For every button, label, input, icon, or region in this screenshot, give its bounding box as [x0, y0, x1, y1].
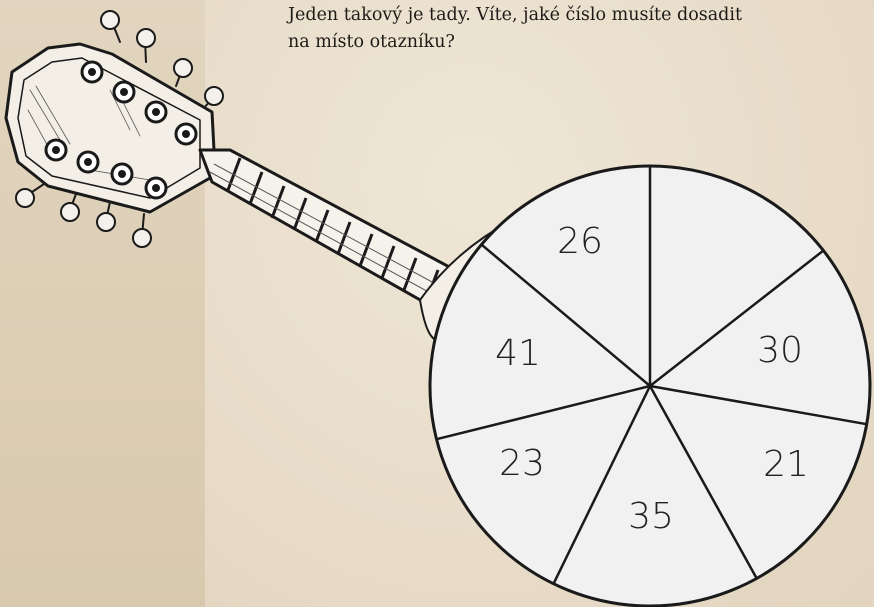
wheel-segment-number: 23 [499, 443, 545, 484]
wheel-hub [648, 384, 652, 388]
wheel-segment-number: 35 [628, 496, 674, 537]
wheel-segment-number: 21 [763, 444, 809, 485]
number-wheel: 26 30 21 35 23 41 [430, 166, 870, 606]
wheel-segment-number: 26 [557, 221, 603, 262]
wheel-segment-number: 41 [495, 333, 541, 374]
guitar-headstock-icon [6, 11, 223, 247]
wheel-segment-number: 30 [757, 330, 803, 371]
